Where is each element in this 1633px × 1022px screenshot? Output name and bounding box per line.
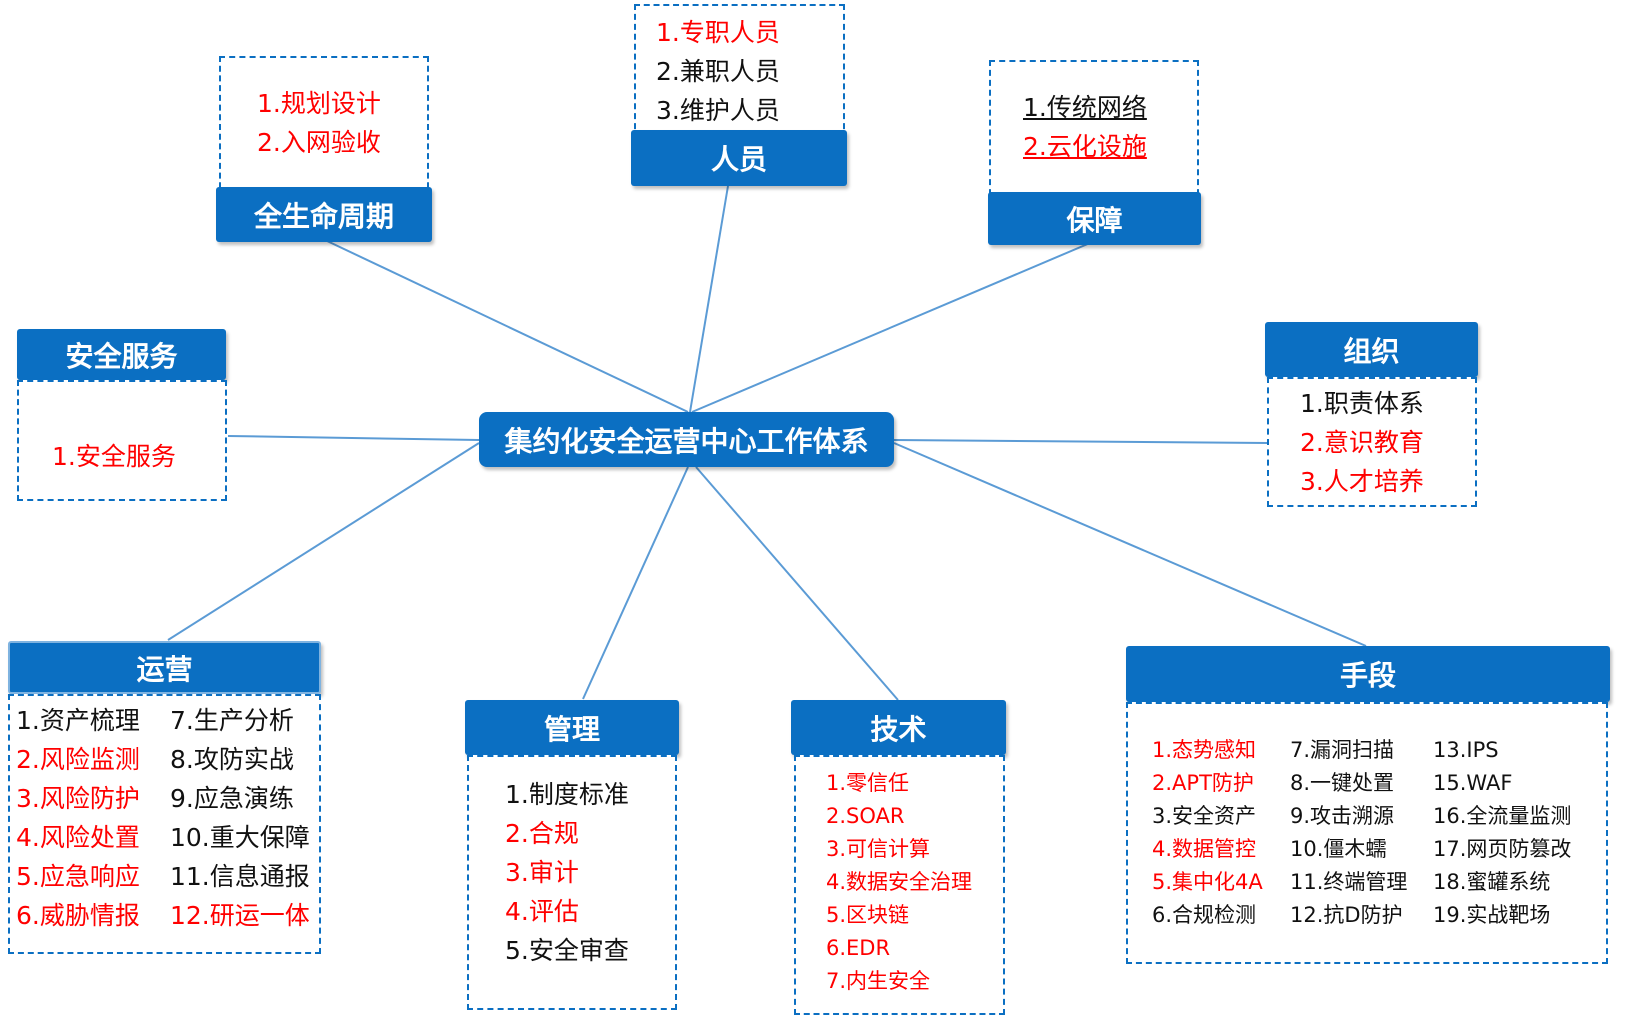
operation-item: 12.研运一体 <box>170 901 310 930</box>
link-service <box>227 435 480 441</box>
means-item: 11.终端管理 <box>1290 870 1408 894</box>
operation-item: 11.信息通报 <box>170 862 310 891</box>
operation-item: 1.资产梳理 <box>16 706 140 735</box>
management-item: 1.制度标准 <box>505 780 629 809</box>
personnel-header: 人员 <box>631 130 847 186</box>
means-item: 6.合规检测 <box>1152 903 1257 927</box>
service-item: 1.安全服务 <box>52 442 176 471</box>
link-organization <box>893 439 1269 444</box>
organization-item: 1.职责体系 <box>1300 389 1424 418</box>
guarantee-box: 1.传统网络 2.云化设施 <box>989 60 1199 205</box>
means-header: 手段 <box>1126 646 1610 702</box>
technology-box: 1.零信任 2.SOAR 3.可信计算 4.数据安全治理 5.区块链 6.EDR… <box>794 755 1005 1015</box>
organization-items: 1.职责体系 2.意识教育 3.人才培养 <box>1300 391 1424 494</box>
means-item: 13.IPS <box>1433 738 1499 762</box>
technology-header: 技术 <box>791 700 1006 755</box>
means-item: 1.态势感知 <box>1152 738 1257 762</box>
operation-col-1: 1.资产梳理 2.风险监测 3.风险防护 4.风险处置 5.应急响应 6.威胁情… <box>16 708 140 928</box>
technology-item: 2.SOAR <box>826 804 905 828</box>
operation-item: 3.风险防护 <box>16 784 140 813</box>
service-box: 1.安全服务 <box>17 380 227 501</box>
operation-item: 4.风险处置 <box>16 823 140 852</box>
operation-item: 7.生产分析 <box>170 706 294 735</box>
means-box: 1.态势感知 2.APT防护 3.安全资产 4.数据管控 5.集中化4A 6.合… <box>1126 702 1608 964</box>
means-item: 19.实战靶场 <box>1433 903 1551 927</box>
organization-item: 3.人才培养 <box>1300 467 1424 496</box>
guarantee-item: 1.传统网络 <box>1023 93 1147 122</box>
organization-header: 组织 <box>1265 322 1478 377</box>
technology-item: 6.EDR <box>826 936 891 960</box>
guarantee-items: 1.传统网络 2.云化设施 <box>1023 95 1147 159</box>
service-header: 安全服务 <box>17 329 226 380</box>
management-header: 管理 <box>465 700 679 755</box>
technology-item: 4.数据安全治理 <box>826 870 973 894</box>
means-item: 12.抗D防护 <box>1290 903 1403 927</box>
technology-item: 1.零信任 <box>826 771 910 795</box>
operation-item: 2.风险监测 <box>16 745 140 774</box>
link-means <box>893 442 1367 647</box>
means-item: 3.安全资产 <box>1152 804 1257 828</box>
organization-item: 2.意识教育 <box>1300 428 1424 457</box>
means-item: 10.僵木蠕 <box>1290 837 1387 861</box>
center-title: 集约化安全运营中心工作体系 <box>479 412 894 467</box>
personnel-items: 1.专职人员 2.兼职人员 3.维护人员 <box>656 20 780 123</box>
personnel-box: 1.专职人员 2.兼职人员 3.维护人员 <box>634 4 845 139</box>
link-management <box>582 466 689 700</box>
operation-header: 运营 <box>8 641 321 694</box>
management-items: 1.制度标准 2.合规 3.审计 4.评估 5.安全审查 <box>505 782 629 963</box>
operation-col-2: 7.生产分析 8.攻防实战 9.应急演练 10.重大保障 11.信息通报 12.… <box>170 708 310 928</box>
operation-item: 9.应急演练 <box>170 784 294 813</box>
link-technology <box>695 466 899 701</box>
means-item: 17.网页防篡改 <box>1433 837 1572 861</box>
management-box: 1.制度标准 2.合规 3.审计 4.评估 5.安全审查 <box>467 755 677 1010</box>
management-item: 5.安全审查 <box>505 936 629 965</box>
organization-box: 1.职责体系 2.意识教育 3.人才培养 <box>1267 377 1477 507</box>
means-col-1: 1.态势感知 2.APT防护 3.安全资产 4.数据管控 5.集中化4A 6.合… <box>1152 740 1263 926</box>
technology-item: 3.可信计算 <box>826 837 931 861</box>
means-col-2: 7.漏洞扫描 8.一键处置 9.攻击溯源 10.僵木蠕 11.终端管理 12.抗… <box>1290 740 1407 926</box>
operation-item: 6.威胁情报 <box>16 901 140 930</box>
management-item: 3.审计 <box>505 858 579 887</box>
operation-item: 5.应急响应 <box>16 862 140 891</box>
lifecycle-item: 2.入网验收 <box>257 128 381 157</box>
lifecycle-items: 1.规划设计 2.入网验收 <box>257 91 381 155</box>
technology-items: 1.零信任 2.SOAR 3.可信计算 4.数据安全治理 5.区块链 6.EDR… <box>826 773 972 992</box>
means-item: 9.攻击溯源 <box>1290 804 1395 828</box>
means-item: 18.蜜罐系统 <box>1433 870 1551 894</box>
means-item: 16.全流量监测 <box>1433 804 1572 828</box>
means-item: 7.漏洞扫描 <box>1290 738 1395 762</box>
management-item: 4.评估 <box>505 897 579 926</box>
operation-item: 8.攻防实战 <box>170 745 294 774</box>
guarantee-item: 2.云化设施 <box>1023 132 1147 161</box>
technology-item: 7.内生安全 <box>826 969 931 993</box>
management-item: 2.合规 <box>505 819 579 848</box>
personnel-item: 2.兼职人员 <box>656 57 780 86</box>
service-items: 1.安全服务 <box>52 444 176 469</box>
operation-item: 10.重大保障 <box>170 823 310 852</box>
lifecycle-box: 1.规划设计 2.入网验收 <box>219 56 429 198</box>
means-item: 2.APT防护 <box>1152 771 1254 795</box>
operation-box: 1.资产梳理 2.风险监测 3.风险防护 4.风险处置 5.应急响应 6.威胁情… <box>8 694 321 954</box>
lifecycle-item: 1.规划设计 <box>257 89 381 118</box>
means-item: 15.WAF <box>1433 771 1513 795</box>
lifecycle-header: 全生命周期 <box>216 187 432 242</box>
technology-item: 5.区块链 <box>826 903 910 927</box>
personnel-item: 3.维护人员 <box>656 96 780 125</box>
link-operation <box>167 442 480 641</box>
link-guarantee <box>691 242 1091 413</box>
link-personnel <box>689 185 729 413</box>
link-lifecycle <box>324 239 689 413</box>
guarantee-header: 保障 <box>988 192 1201 245</box>
means-col-3: 13.IPS 15.WAF 16.全流量监测 17.网页防篡改 18.蜜罐系统 … <box>1433 740 1571 926</box>
personnel-item: 1.专职人员 <box>656 18 780 47</box>
means-item: 8.一键处置 <box>1290 771 1395 795</box>
means-item: 5.集中化4A <box>1152 870 1263 894</box>
means-item: 4.数据管控 <box>1152 837 1257 861</box>
